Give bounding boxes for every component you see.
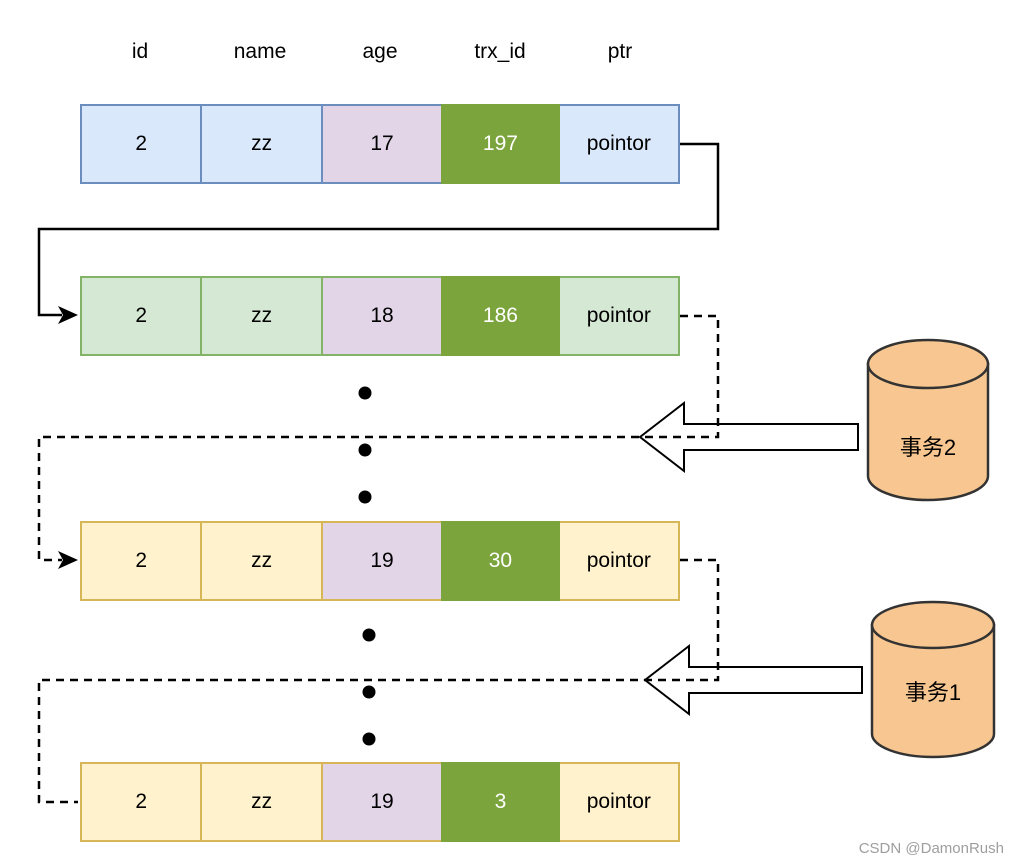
transaction-1-arrow-icon — [643, 643, 863, 717]
dashed-pointer-connector-row2-row3 — [37, 314, 720, 562]
database-cylinder-top-icon — [866, 338, 990, 390]
database-cylinder-icon — [866, 362, 990, 502]
database-cylinder-icon — [870, 623, 996, 759]
transaction-2-cylinder: 事务2 — [866, 338, 990, 502]
column-header-age: age — [362, 40, 398, 63]
version-row-3: 2 zz 19 30 pointor — [80, 521, 680, 601]
ellipsis-dot-icon — [362, 685, 376, 699]
cell-ptr: pointor — [559, 764, 679, 840]
cell-name: zz — [200, 764, 321, 840]
version-row-1: 2 zz 17 197 pointor — [80, 104, 680, 184]
column-header-trx-id: trx_id — [474, 40, 526, 63]
transaction-2-label: 事务2 — [900, 435, 956, 460]
cell-trx-id: 30 — [441, 521, 560, 601]
cell-id: 2 — [82, 106, 201, 182]
cell-trx-id: 3 — [441, 762, 560, 842]
version-row-2: 2 zz 18 186 pointor — [80, 276, 680, 356]
cell-name: zz — [200, 106, 321, 182]
solid-pointer-connector-row1-row2 — [37, 142, 720, 317]
ellipsis-dot-icon — [362, 628, 376, 642]
cell-trx-id: 197 — [441, 104, 560, 184]
ellipsis-dot-icon — [358, 490, 372, 504]
column-header-ptr: ptr — [607, 40, 633, 63]
cell-age: 19 — [320, 764, 442, 840]
dashed-pointer-connector-row3-row4 — [37, 558, 720, 804]
transaction-1-cylinder: 事务1 — [870, 600, 996, 759]
transaction-1-label: 事务1 — [905, 680, 961, 705]
cell-age: 17 — [320, 106, 442, 182]
cell-trx-id: 186 — [441, 276, 560, 356]
database-cylinder-top-icon — [870, 600, 996, 650]
ellipsis-dot-icon — [358, 443, 372, 457]
ellipsis-dot-icon — [362, 732, 376, 746]
cell-id: 2 — [82, 764, 201, 840]
cell-id: 2 — [82, 278, 201, 354]
cell-name: zz — [200, 523, 321, 599]
cell-ptr: pointor — [559, 278, 679, 354]
version-row-4: 2 zz 19 3 pointor — [80, 762, 680, 842]
cell-name: zz — [200, 278, 321, 354]
csdn-watermark: CSDN @DamonRush — [858, 840, 1004, 857]
cell-age: 18 — [320, 278, 442, 354]
cell-ptr: pointor — [559, 106, 679, 182]
cell-id: 2 — [82, 523, 201, 599]
ellipsis-dot-icon — [358, 386, 372, 400]
arrowhead-row3-icon — [58, 551, 78, 569]
cell-age: 19 — [320, 523, 442, 599]
column-header-id: id — [131, 40, 149, 63]
arrowhead-row2-icon — [58, 306, 78, 324]
column-header-name: name — [233, 40, 287, 63]
cell-ptr: pointor — [559, 523, 679, 599]
transaction-2-arrow-icon — [638, 400, 859, 474]
